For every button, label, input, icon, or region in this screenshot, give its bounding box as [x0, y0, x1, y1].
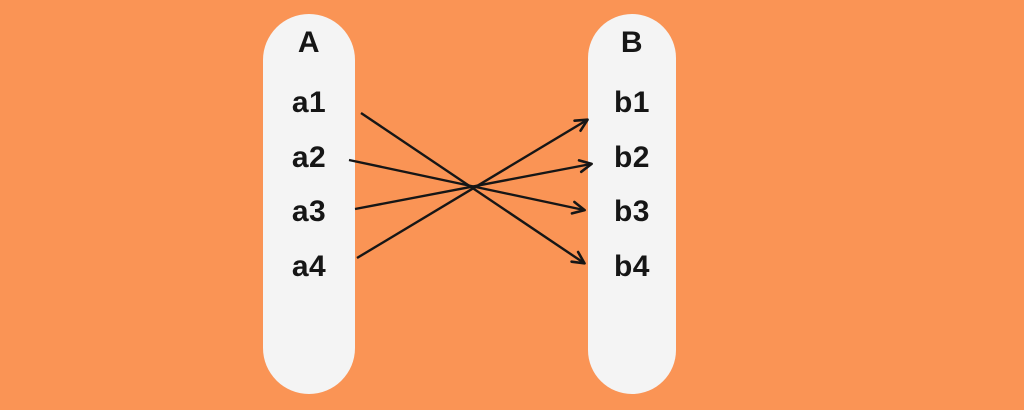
set-b-item-b1: b1 — [613, 86, 650, 119]
set-b-item-b4: b4 — [613, 250, 650, 284]
set-a-title: A — [297, 26, 321, 59]
set-b-title: B — [620, 26, 644, 59]
set-a-item-a2: a2 — [291, 140, 327, 174]
set-b-pill: B b1 b2 b3 b4 — [588, 14, 676, 394]
set-a-item-a3: a3 — [291, 195, 327, 229]
set-b-item-b3: b3 — [613, 195, 650, 229]
arrow-a1-b4 — [360, 112, 586, 265]
arrow-a3-b2 — [354, 159, 593, 211]
arrow-a4-b1 — [356, 118, 589, 260]
set-a-item-a4: a4 — [291, 250, 327, 284]
set-a-item-a1: a1 — [291, 86, 327, 119]
set-b-item-b2: b2 — [613, 140, 650, 174]
arrow-a2-b3 — [348, 158, 586, 215]
set-a-pill: A a1 a2 a3 a4 — [263, 14, 355, 394]
